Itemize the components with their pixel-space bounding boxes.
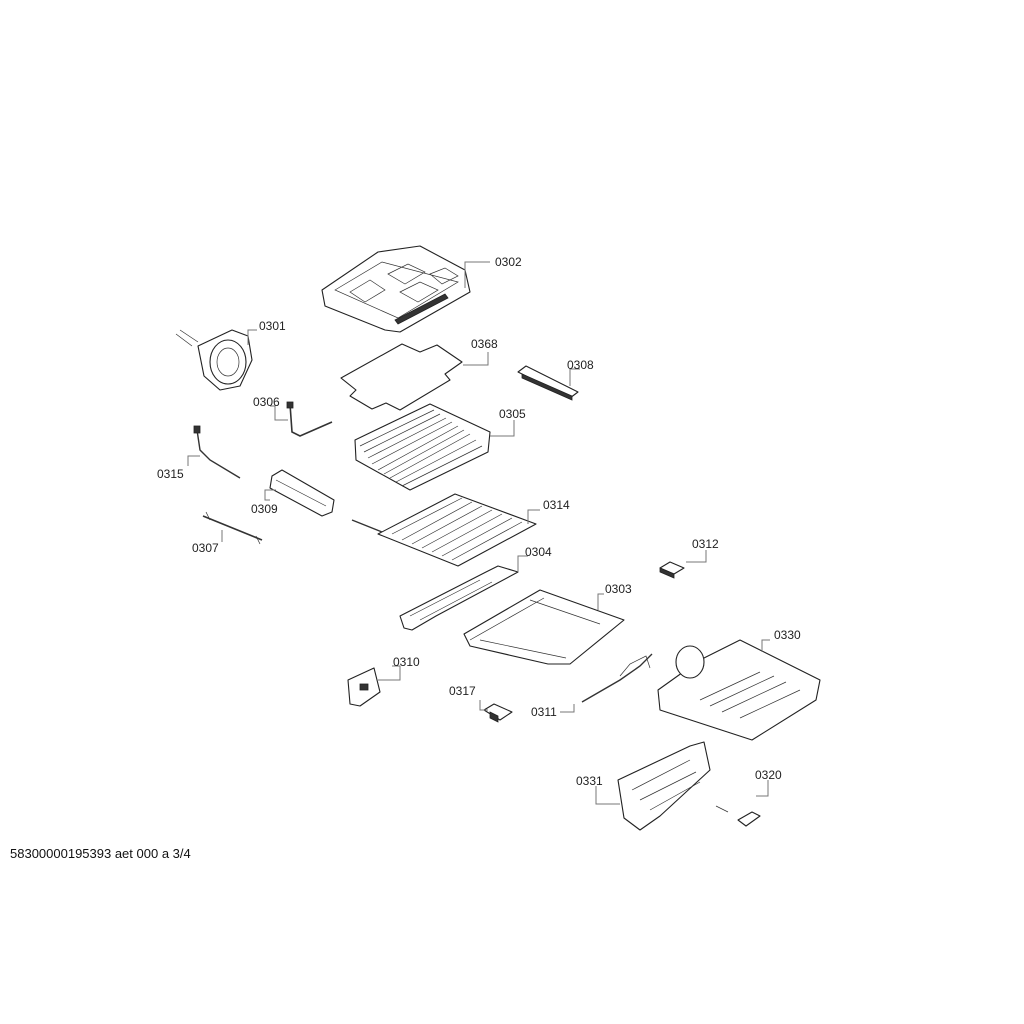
label-0330: 0330 [774, 628, 801, 642]
part-0310-clip: 0310 [347, 655, 420, 707]
label-0368: 0368 [471, 337, 498, 351]
label-0305: 0305 [499, 407, 526, 421]
part-0309-bracket: 0309 [251, 469, 335, 517]
part-0301-fan: 0301 [175, 319, 286, 391]
part-0304-rail: 0304 [399, 545, 552, 631]
part-0330-fan-housing: 0330 [657, 628, 821, 741]
part-0317-holder: 0317 [449, 684, 513, 723]
label-0315: 0315 [157, 467, 184, 481]
part-0302-cover: 0302 [321, 245, 522, 333]
label-0301: 0301 [259, 319, 286, 333]
label-0308: 0308 [567, 358, 594, 372]
part-0303-cover-plate: 0303 [463, 582, 632, 665]
label-0307: 0307 [192, 541, 219, 555]
label-0302: 0302 [495, 255, 522, 269]
label-0303: 0303 [605, 582, 632, 596]
part-0315-sensor-cable: 0315 [157, 425, 241, 481]
label-0320: 0320 [755, 768, 782, 782]
part-0368-insulation-sheet: 0368 [340, 337, 498, 411]
part-0331-duct: 0331 [576, 741, 711, 831]
part-0312-block: 0312 [659, 537, 719, 579]
part-0320-connector: 0320 [715, 768, 782, 827]
label-0317: 0317 [449, 684, 476, 698]
part-0305-evaporator: 0305 [354, 403, 526, 491]
label-0312: 0312 [692, 537, 719, 551]
part-0307-rod: 0307 [192, 511, 263, 555]
part-0311-heater-wire: 0311 [531, 653, 653, 719]
document-reference: 58300000195393 aet 000 a 3/4 [10, 846, 191, 861]
label-0304: 0304 [525, 545, 552, 559]
label-0306: 0306 [253, 395, 280, 409]
label-0309: 0309 [251, 502, 278, 516]
label-0331: 0331 [576, 774, 603, 788]
part-0314-defrost-heater: 0314 [351, 493, 570, 567]
label-0311: 0311 [531, 705, 557, 719]
part-0308-strip: 0308 [517, 358, 594, 401]
part-0306-sensor: 0306 [253, 395, 333, 437]
label-0310: 0310 [393, 655, 420, 669]
label-0314: 0314 [543, 498, 570, 512]
